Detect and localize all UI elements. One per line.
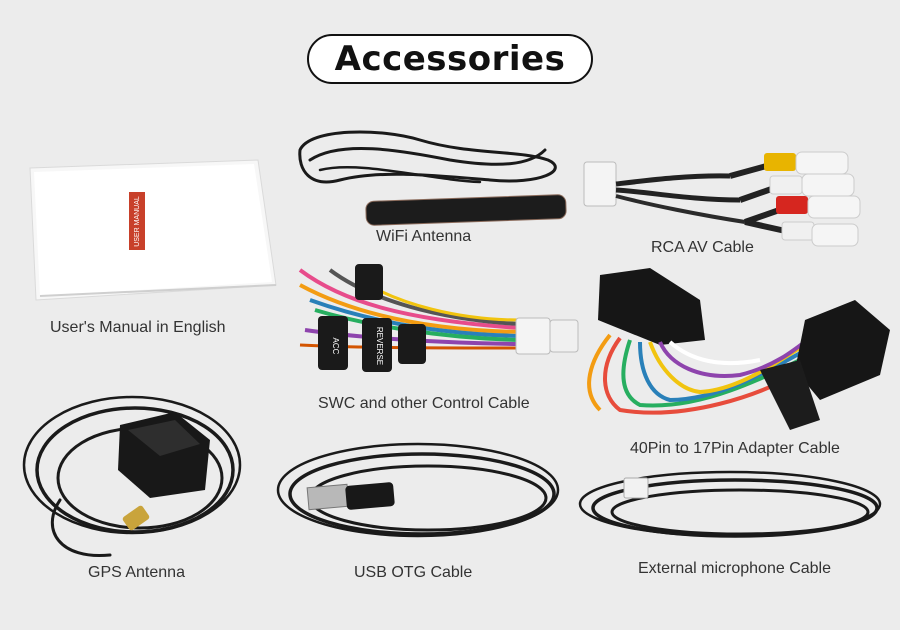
wifi-antenna-image: [298, 130, 567, 226]
user-manual-label: USER MANUAL: [129, 192, 145, 250]
user-manual-image: [29, 159, 277, 301]
microphone-cable-image: [578, 470, 882, 538]
acc-label: ACC: [331, 338, 340, 355]
adapter-cable-image: [587, 268, 890, 430]
caption-gps-antenna: GPS Antenna: [88, 564, 185, 581]
page-title: Accessories: [307, 34, 593, 84]
gps-antenna-image: [22, 395, 242, 558]
page-title-text: Accessories: [334, 39, 566, 79]
caption-wifi-antenna: WiFi Antenna: [376, 228, 472, 245]
caption-usb-otg-cable: USB OTG Cable: [354, 564, 473, 581]
caption-user-manual: User's Manual in English: [50, 319, 226, 336]
caption-rca-av-cable: RCA AV Cable: [651, 239, 754, 256]
rca-av-cable-image: [583, 151, 861, 247]
caption-adapter-cable: 40Pin to 17Pin Adapter Cable: [630, 440, 840, 457]
usb-otg-cable-image: [276, 442, 560, 538]
swc-control-cable-image: ACC REVERSE: [298, 264, 579, 372]
caption-microphone-cable: External microphone Cable: [638, 560, 831, 577]
reverse-label: REVERSE: [375, 327, 384, 365]
caption-swc-control-cable: SWC and other Control Cable: [318, 395, 530, 412]
